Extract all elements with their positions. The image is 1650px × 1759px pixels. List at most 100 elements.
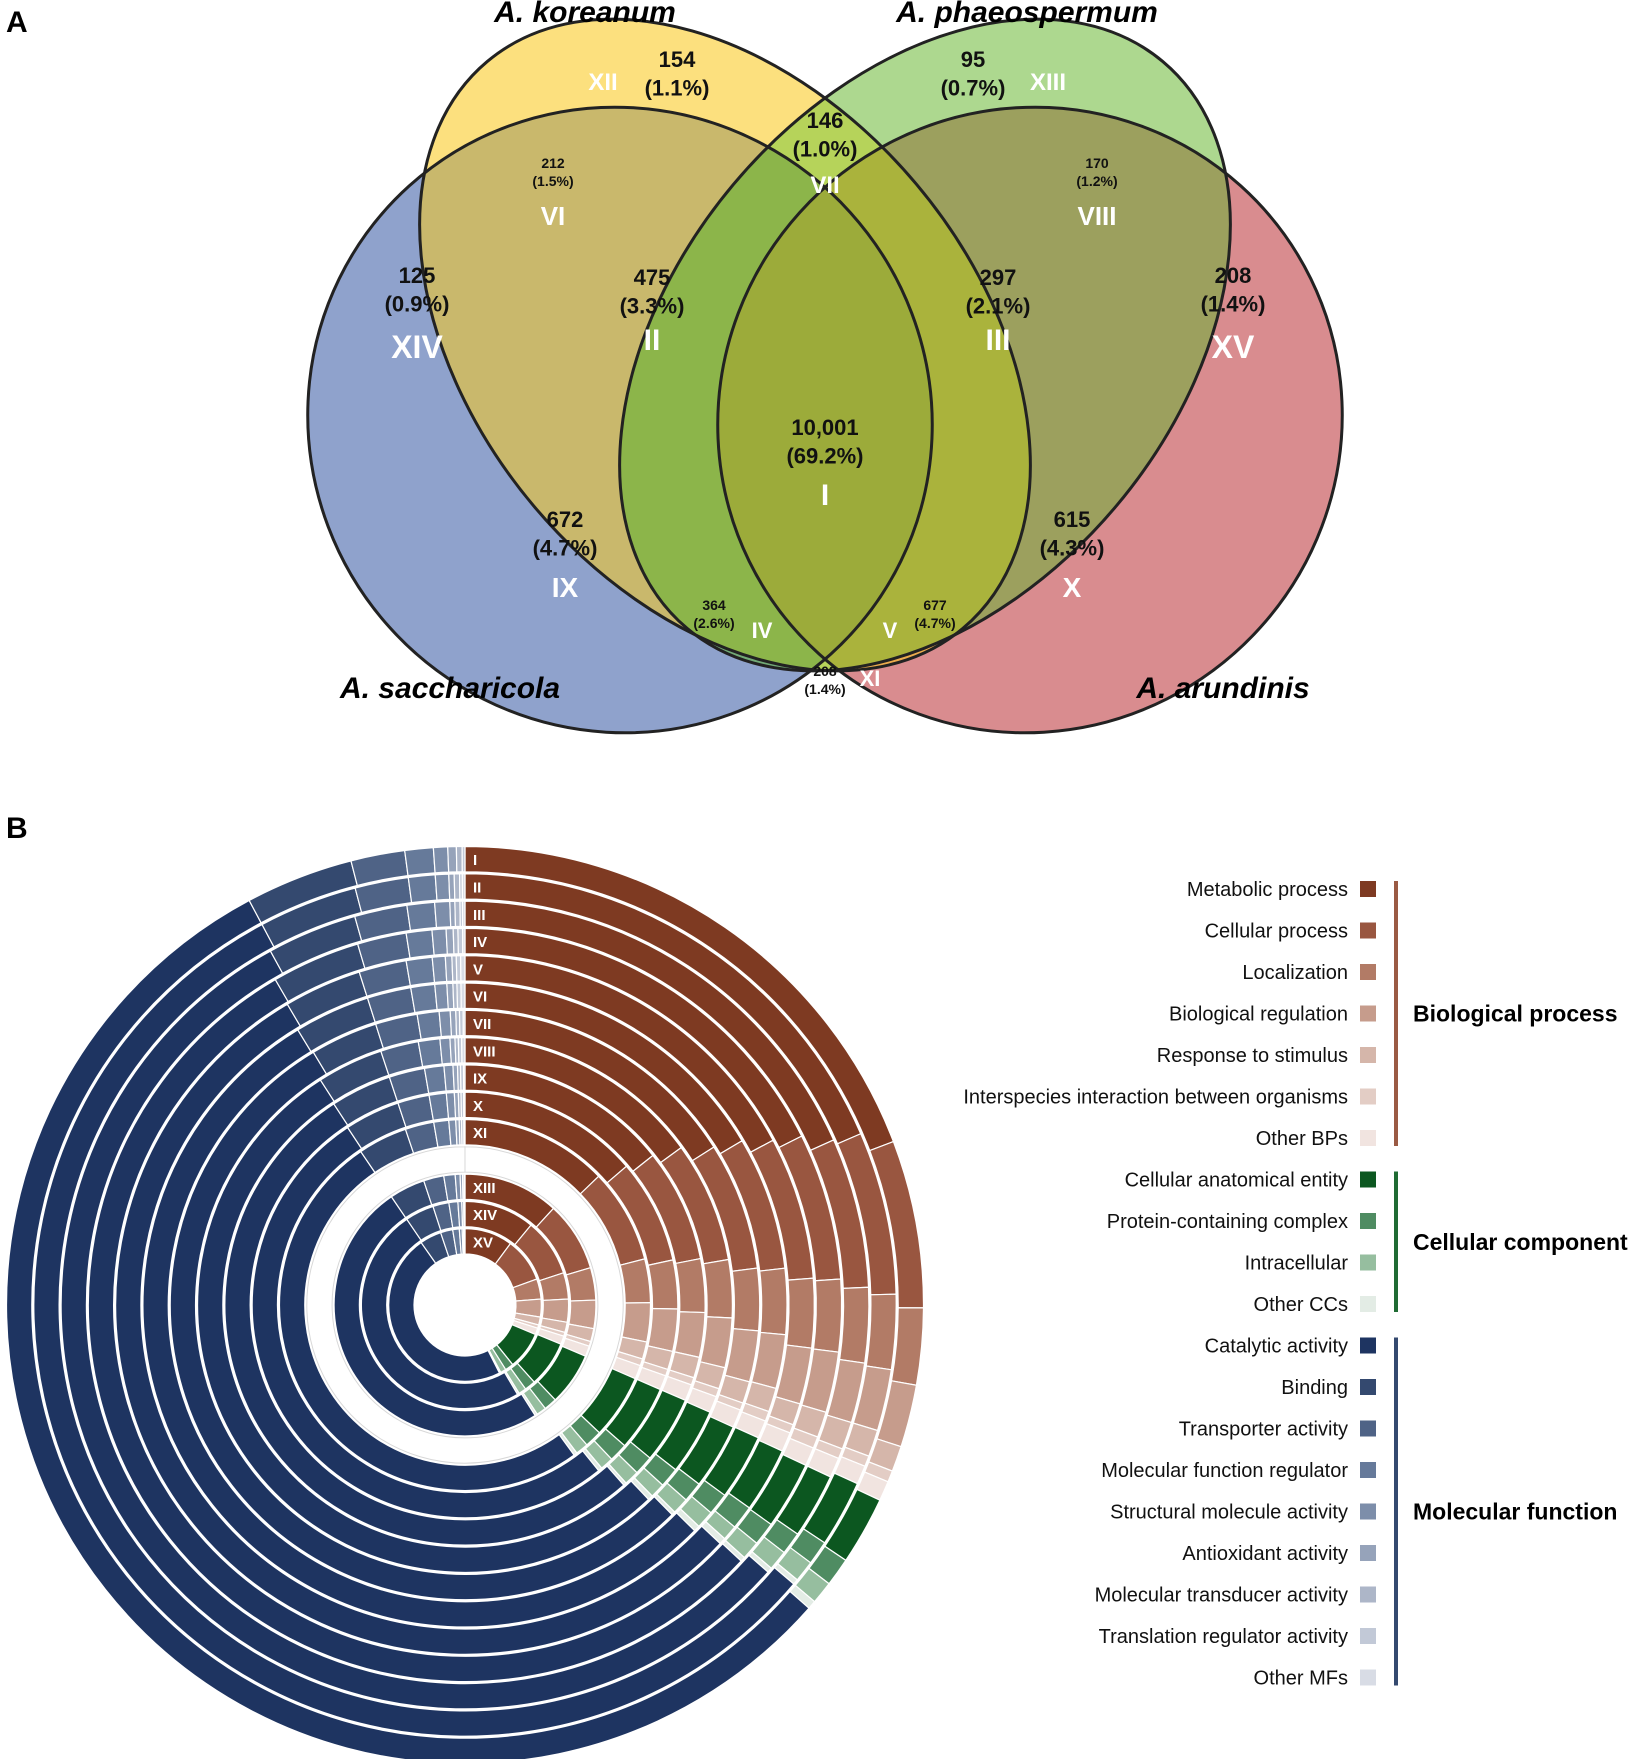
venn-percent: (1.5%) (532, 173, 573, 189)
venn-roman-label: VIII (1077, 201, 1116, 231)
legend-group-bracket (1394, 881, 1398, 1146)
donut-segment (406, 901, 438, 932)
donut-segment (434, 982, 449, 1011)
donut-segment (405, 956, 436, 987)
donut-ring-xi (278, 1118, 652, 1492)
donut-segment (838, 1286, 870, 1364)
venn-roman-label: I (821, 479, 829, 512)
legend-label: Cellular process (1205, 921, 1348, 943)
legend-label: Molecular transducer activity (1095, 1585, 1348, 1607)
legend-label: Transporter activity (1179, 1419, 1348, 1441)
donut-ring-ix (224, 1064, 706, 1546)
donut-segment (812, 1278, 843, 1353)
donut-segment (224, 1103, 625, 1546)
donut-segment (461, 845, 466, 873)
ring-label: XV (473, 1234, 493, 1251)
legend-label: Other MFs (1254, 1668, 1348, 1690)
venn-count: 615 (1054, 507, 1091, 532)
ring-label: XIII (473, 1180, 496, 1197)
venn-percent: (69.2%) (786, 444, 863, 469)
species-label-saccharicola: A. saccharicola (339, 672, 560, 705)
venn-percent: (4.7%) (533, 536, 598, 561)
venn-count: 475 (634, 265, 671, 290)
legend-swatch (1360, 1254, 1376, 1271)
venn-count: 297 (980, 265, 1017, 290)
donut-segment (463, 1118, 466, 1146)
venn-percent: (4.3%) (1040, 536, 1105, 561)
donut-segment (463, 1173, 466, 1201)
panel-b-letter: B (6, 812, 28, 845)
donut-ring-iv (87, 927, 843, 1683)
legend-label: Cellular anatomical entity (1125, 1170, 1348, 1192)
legend-swatch (1360, 1171, 1376, 1188)
venn-roman-label: VII (810, 172, 839, 199)
venn-count: 212 (541, 155, 565, 171)
donut-ring-x (251, 1091, 679, 1519)
donut-segment (461, 1036, 466, 1064)
venn-count: 154 (659, 47, 696, 72)
donut-ring-xii (306, 1146, 624, 1464)
legend-swatch (1360, 1088, 1376, 1105)
donut-ring-xiii (333, 1173, 597, 1437)
donut-segment (431, 955, 448, 984)
venn-roman-label: II (644, 324, 661, 357)
venn-count: 208 (813, 663, 837, 679)
donut-segment (621, 1302, 652, 1343)
legend-label: Metabolic process (1187, 879, 1348, 901)
venn-percent: (1.1%) (645, 76, 710, 101)
ring-label: I (473, 852, 477, 869)
venn-count: 146 (807, 108, 844, 133)
donut-segment (417, 1038, 443, 1068)
venn-roman-label: XI (860, 666, 881, 691)
venn-region-x: 615 (4.3%) X (1040, 507, 1105, 603)
venn-percent: (2.1%) (966, 294, 1031, 319)
legend-label: Response to stimulus (1157, 1045, 1348, 1067)
donut-ring-vi (142, 982, 788, 1628)
donut-segment (462, 1064, 466, 1091)
venn-count: 208 (1215, 263, 1252, 288)
venn-percent: (0.9%) (385, 292, 450, 317)
legend-label: Biological regulation (1169, 1004, 1348, 1026)
donut-segment (647, 1307, 679, 1353)
ring-label: IX (473, 1071, 487, 1088)
venn-count: 10,001 (791, 415, 858, 440)
donut-ring-v (115, 955, 815, 1655)
venn-roman-label: III (985, 324, 1010, 357)
donut-ring-iii (60, 900, 870, 1710)
venn-region-vii: 146(1.0%)VII (793, 108, 858, 199)
donut-segment (87, 978, 742, 1683)
legend-swatch (1360, 1586, 1376, 1603)
donut-segment (438, 1010, 453, 1038)
ring-label: VIII (473, 1043, 496, 1060)
venn-roman-label: IV (752, 618, 773, 643)
legend-group-label: Cellular component (1413, 1229, 1628, 1255)
ring-label: VI (473, 989, 487, 1006)
donut-segment (455, 845, 463, 873)
venn-region-xv: 208(1.4%)XV (1201, 263, 1266, 365)
legend-label: Intracellular (1245, 1253, 1349, 1275)
ring-label: X (473, 1098, 483, 1115)
legend-label: Binding (1281, 1377, 1348, 1399)
donut-ring-i (5, 845, 925, 1759)
venn-percent: (1.4%) (804, 681, 845, 697)
venn-region-xii: 154(1.1%)XII (588, 47, 709, 101)
donut-segment (432, 846, 450, 874)
ring-label: IV (473, 934, 487, 951)
venn-percent: (4.7%) (914, 615, 955, 631)
legend-swatch (1360, 1005, 1376, 1022)
venn-percent: (0.7%) (941, 76, 1006, 101)
venn-count: 125 (399, 263, 436, 288)
legend-swatch (1360, 922, 1376, 939)
venn-percent: (1.2%) (1076, 173, 1117, 189)
donut-segment (675, 1257, 706, 1314)
venn-region-vi: 212 (1.5%) VI (532, 155, 573, 231)
venn-roman-label: VI (541, 201, 566, 231)
donut-segment (60, 950, 769, 1710)
venn-roman-label: X (1063, 572, 1082, 603)
venn-count: 677 (923, 597, 947, 613)
donut-segment (433, 900, 452, 929)
legend-swatch (1360, 881, 1376, 897)
ring-label: XIV (473, 1207, 497, 1224)
